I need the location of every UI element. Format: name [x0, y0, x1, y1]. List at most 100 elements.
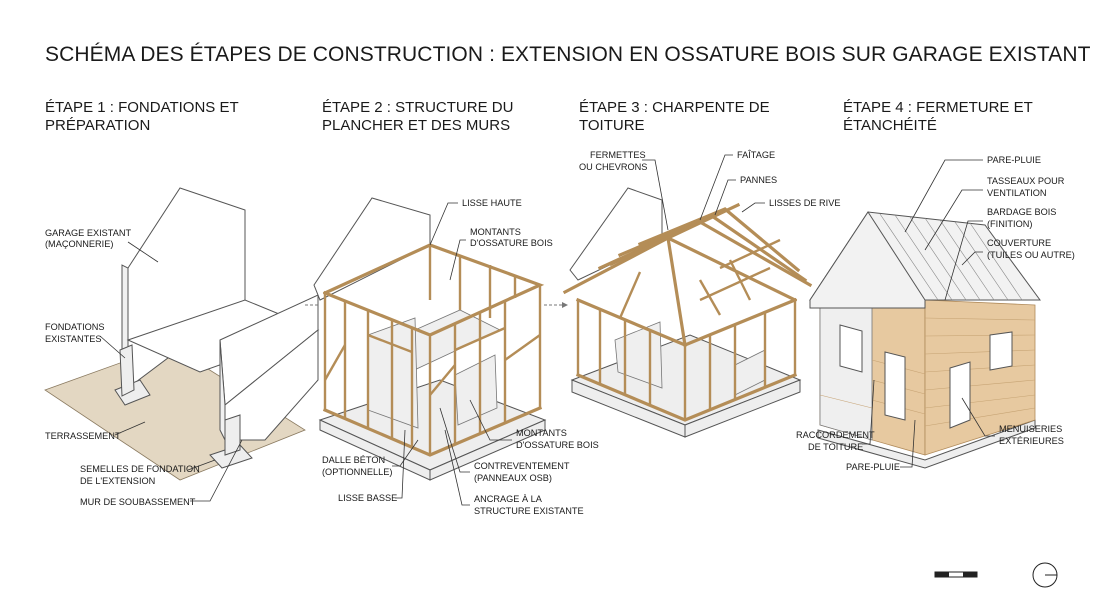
existing-footing-post [119, 344, 135, 397]
roof-line [909, 216, 967, 301]
north-arrow-icon [1032, 562, 1058, 588]
label-structure-existante: STRUCTURE EXISTANTE [474, 506, 584, 516]
purlin [699, 266, 771, 302]
label-pannes: PANNES [740, 175, 777, 185]
clad-line [924, 407, 1036, 427]
stage-3-illustration [562, 187, 813, 438]
label-terrassement: TERRASSEMENT [45, 431, 121, 441]
stage3-garage-wall [569, 187, 663, 281]
stage3-slab-right [684, 379, 801, 438]
label-faitage: FAÎTAGE [737, 150, 775, 160]
label-dalle-beton: DALLE BÉTON [322, 455, 385, 465]
clad-line [924, 317, 1036, 321]
scale-bar [934, 571, 978, 578]
truss-front-right [665, 235, 798, 303]
leader-ancrage [444, 429, 470, 506]
roof-line [924, 217, 981, 301]
leader-contreventement [439, 407, 470, 473]
roof-line [894, 214, 953, 301]
stage4-slab [817, 419, 1036, 469]
label-existantes: EXISTANTES [45, 334, 102, 344]
label-fermettes: FERMETTES [590, 150, 646, 160]
diagram-title: SCHÉMA DES ÉTAPES DE CONSTRUCTION : EXTE… [45, 43, 1091, 66]
stage4-roof-gable-edge [809, 211, 926, 309]
stage-2-illustration [313, 197, 547, 481]
label-tasseaux: TASSEAUX POUR [987, 176, 1065, 186]
brace [504, 334, 541, 361]
stage-2-title: ÉTAPE 2 : STRUCTURE DU PLANCHER ET DES M… [322, 99, 514, 134]
truss-web [618, 271, 642, 319]
clad-line [924, 394, 1036, 409]
purlin [609, 230, 681, 267]
leader-faitage [699, 154, 733, 221]
stage4-door-side [949, 361, 971, 429]
leader-lisses-de-rive [741, 202, 765, 213]
label-de-toiture: DE TOITURE [808, 442, 863, 452]
label-finition: (FINITION) [987, 219, 1032, 229]
leader-terrassement [114, 421, 146, 436]
label-mur-soubassement: MUR DE SOUBASSEMENT [80, 497, 196, 507]
stage-1-illustration [44, 187, 320, 481]
extension-footing-post [224, 414, 241, 456]
label-ventilation: VENTILATION [987, 188, 1047, 198]
label-pare-pluie: PARE-PLUIE [987, 155, 1041, 165]
label-montants-bas: MONTANTS [516, 428, 567, 438]
leader-pare-pluie [904, 159, 983, 233]
leader-pannes [714, 179, 736, 216]
stage4-window-left [839, 324, 863, 373]
stage-1-title: ÉTAPE 1 : FONDATIONS ET PRÉPARATION [45, 99, 239, 134]
truss [637, 207, 801, 273]
leader-montants [449, 239, 466, 281]
label-exterieures: EXTÉRIEURES [999, 436, 1064, 446]
roof-line [969, 222, 1023, 301]
clad-line [924, 364, 1036, 373]
label-bardage: BARDAGE BOIS [987, 207, 1056, 217]
stage4-door-front [884, 351, 906, 421]
leader-dalle [392, 439, 419, 467]
header [367, 333, 413, 354]
truss-web [728, 259, 752, 301]
stage4-window-right [989, 331, 1013, 371]
clad-line [924, 379, 1036, 391]
label-tuiles: (TUILES OU AUTRE) [987, 250, 1075, 260]
connector-2-3-arrowhead [562, 302, 568, 308]
label-ossature-bois: D'OSSATURE BOIS [470, 238, 553, 248]
label-semelles: SEMELLES DE FONDATION [80, 464, 200, 474]
leader-lisse-basse [395, 429, 406, 499]
leader-bardage [944, 220, 983, 301]
label-garage-existant: GARAGE EXISTANT [45, 228, 131, 238]
clad-line [924, 349, 1036, 355]
label-pare-pluie-bas: PARE-PLUIE [846, 462, 900, 472]
leader-garage [127, 241, 159, 263]
scale-bar-segment [963, 572, 977, 577]
purlin [719, 238, 781, 270]
label-panneaux-osb: (PANNEAUX OSB) [474, 473, 552, 483]
stage2-slab-right [429, 419, 546, 481]
stage2-osb-panel-right [454, 354, 498, 426]
label-extension: DE L'EXTENSION [80, 476, 155, 486]
label-fondations: FONDATIONS [45, 322, 105, 332]
leader-semelles [187, 459, 216, 471]
clad-line [924, 334, 1036, 337]
scale-bar-segment [935, 572, 949, 577]
roof-line [879, 213, 939, 301]
leader-menuiseries [961, 397, 995, 437]
leader-couverture [961, 251, 983, 266]
label-ancrage: ANCRAGE À LA [474, 494, 543, 504]
header [454, 326, 506, 352]
label-optionnelle: (OPTIONNELLE) [322, 467, 392, 477]
brace [323, 344, 347, 381]
leader-fermettes [642, 159, 669, 231]
leader-montants-bas [469, 399, 512, 441]
leader-lisse-haute [429, 202, 458, 246]
label-couverture: COUVERTURE [987, 238, 1051, 248]
label-lisse-haute: LISSE HAUTE [462, 198, 522, 208]
label-lisses-de-rive: LISSES DE RIVE [769, 198, 841, 208]
leader-pare-pluie-bas [900, 419, 916, 468]
stage-3-title: ÉTAPE 3 : CHARPENTE DE TOITURE [579, 99, 770, 134]
label-ou-chevrons: OU CHEVRONS [579, 162, 647, 172]
stage2-garage-wall [313, 197, 431, 301]
truss-web [698, 279, 722, 316]
stage-4-title: ÉTAPE 4 : FERMETURE ET ÉTANCHÉITÉ [843, 99, 1033, 134]
